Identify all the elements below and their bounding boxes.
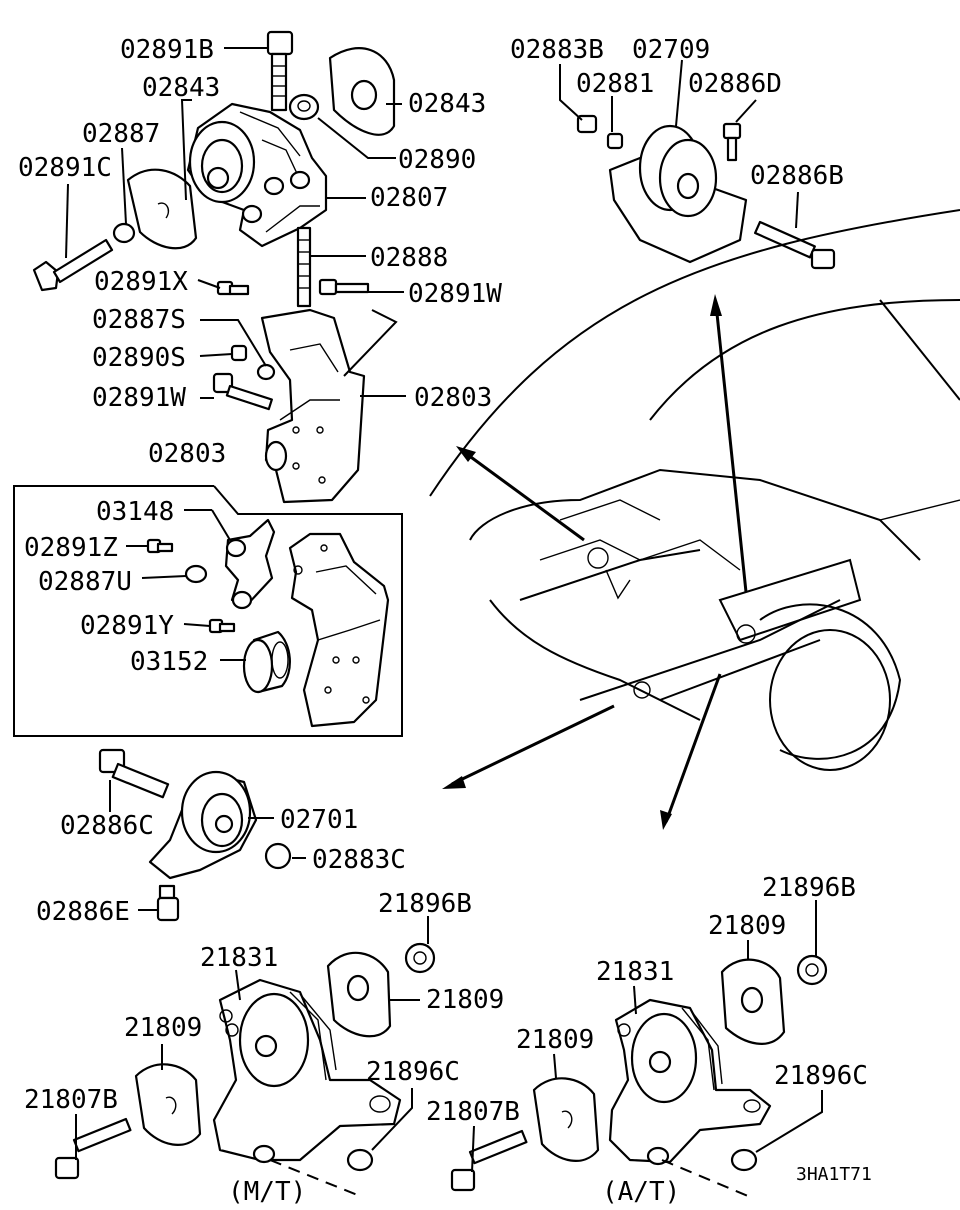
bracket-detail-box bbox=[13, 485, 403, 737]
label-02886E: 02886E bbox=[36, 897, 130, 927]
label-02701: 02701 bbox=[280, 805, 358, 835]
label-02883B: 02883B bbox=[510, 35, 604, 65]
mount-21831-mt bbox=[54, 942, 436, 1197]
label-02891W-upper: 02891W bbox=[408, 279, 502, 309]
label-02890: 02890 bbox=[398, 145, 476, 175]
label-02891Z: 02891Z bbox=[24, 533, 118, 563]
label-02886C: 02886C bbox=[60, 811, 154, 841]
label-02803-box: 02803 bbox=[148, 439, 226, 469]
engine-mount-02807 bbox=[32, 30, 396, 308]
label-21896C-at: 21896C bbox=[774, 1061, 868, 1091]
mount-02701 bbox=[98, 748, 292, 922]
label-21809-mt-left: 21809 bbox=[124, 1013, 202, 1043]
label-03148: 03148 bbox=[96, 497, 174, 527]
part-labels: 02891B 02843 02843 02887 02891C 02890 02… bbox=[18, 35, 872, 1207]
label-02891W-lower: 02891W bbox=[92, 383, 186, 413]
label-02891C: 02891C bbox=[18, 153, 112, 183]
label-02886D: 02886D bbox=[688, 69, 782, 99]
label-02891B: 02891B bbox=[120, 35, 214, 65]
label-mt: (M/T) bbox=[228, 1177, 306, 1207]
car-body-outline bbox=[429, 209, 960, 771]
label-02888: 02888 bbox=[370, 243, 448, 273]
label-02843-right: 02843 bbox=[408, 89, 486, 119]
label-02887S: 02887S bbox=[92, 305, 186, 335]
mount-21831-at bbox=[450, 954, 828, 1197]
label-21896B-at: 21896B bbox=[762, 873, 856, 903]
label-02887U: 02887U bbox=[38, 567, 132, 597]
label-21809-at-right: 21809 bbox=[708, 911, 786, 941]
label-02803-right: 02803 bbox=[414, 383, 492, 413]
label-02807: 02807 bbox=[370, 183, 448, 213]
label-21831-at: 21831 bbox=[596, 957, 674, 987]
mount-02709 bbox=[576, 114, 836, 270]
label-02887: 02887 bbox=[82, 119, 160, 149]
label-02891X: 02891X bbox=[94, 267, 188, 297]
label-02709: 02709 bbox=[632, 35, 710, 65]
label-21896B-mt: 21896B bbox=[378, 889, 472, 919]
label-02883C: 02883C bbox=[312, 845, 406, 875]
leader-lines bbox=[65, 47, 823, 1173]
label-21896C-mt: 21896C bbox=[366, 1057, 460, 1087]
direction-arrows bbox=[442, 294, 748, 830]
label-03152: 03152 bbox=[130, 647, 208, 677]
label-02890S: 02890S bbox=[92, 343, 186, 373]
label-at: (A/T) bbox=[602, 1177, 680, 1207]
label-02886B: 02886B bbox=[750, 161, 844, 191]
label-21807B-at: 21807B bbox=[426, 1097, 520, 1127]
label-02843-upper: 02843 bbox=[142, 73, 220, 103]
label-02891Y: 02891Y bbox=[80, 611, 174, 641]
label-21807B-mt: 21807B bbox=[24, 1085, 118, 1115]
label-21809-mt-right: 21809 bbox=[426, 985, 504, 1015]
label-21831-mt: 21831 bbox=[200, 943, 278, 973]
label-02881: 02881 bbox=[576, 69, 654, 99]
label-21809-at-left: 21809 bbox=[516, 1025, 594, 1055]
engine-bracket-02803 bbox=[212, 308, 366, 504]
diagram-reference-code: 3HA1T71 bbox=[796, 1164, 872, 1185]
